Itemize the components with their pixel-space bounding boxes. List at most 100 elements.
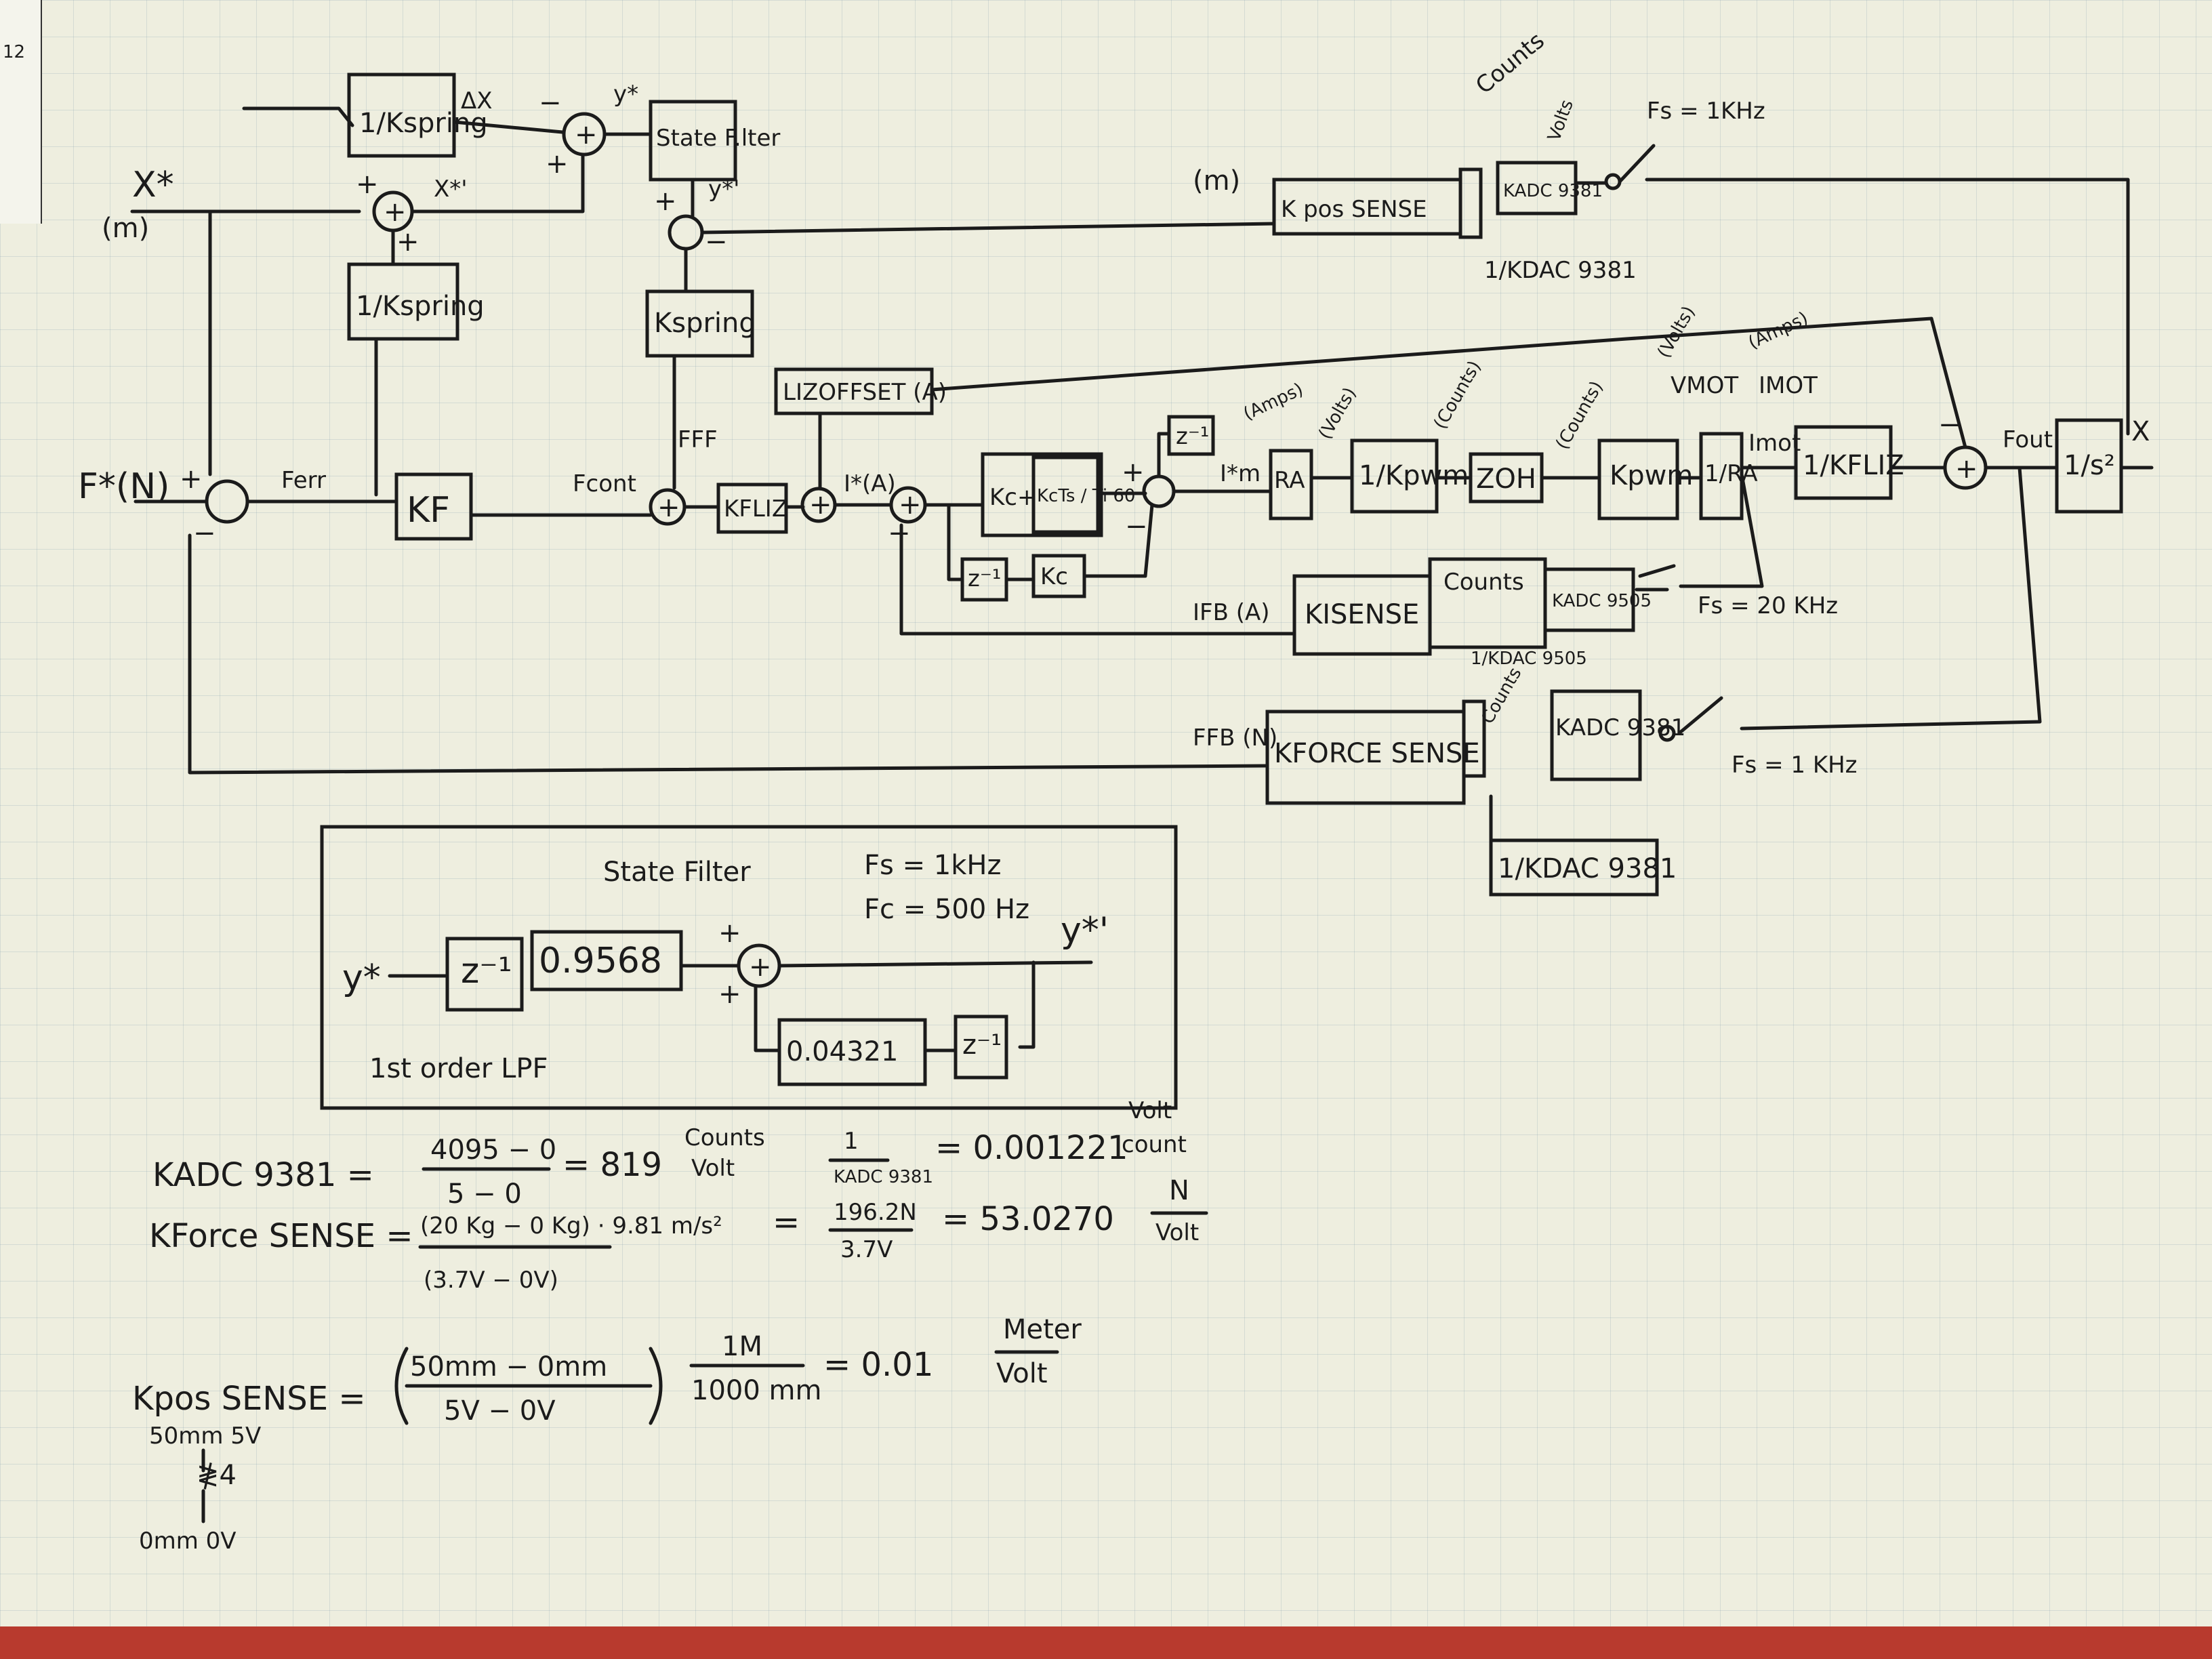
adjacent-page-edge xyxy=(0,0,42,224)
label-fs-1k-pos: Fs = 1KHz xyxy=(1647,98,1765,125)
svg-text:+: + xyxy=(657,492,680,523)
label-counts-pos: Counts xyxy=(1471,27,1550,100)
kpwm-label: Kpwm xyxy=(1610,460,1693,491)
eq1-inv-den: KADC 9381 xyxy=(834,1167,933,1187)
label-volts-1: (Volts) xyxy=(1315,384,1360,443)
eq2-lhs: KForce SENSE = xyxy=(149,1217,413,1255)
lz-offset-label: LIZOFFSET (A) xyxy=(783,379,947,406)
label-fout: Fout xyxy=(2003,426,2053,453)
svg-text:+: + xyxy=(1955,453,1978,485)
label-i-fb: IFB (A) xyxy=(1193,599,1270,626)
inset-fs: Fs = 1kHz xyxy=(864,850,1001,881)
eq2-den: (3.7V − 0V) xyxy=(424,1267,558,1294)
eq2-unit-den: Volt xyxy=(1155,1219,1199,1246)
k-isense-label: KISENSE xyxy=(1305,599,1419,630)
svg-text:+: + xyxy=(356,169,379,200)
eq1-inv-num: 1 xyxy=(844,1128,859,1155)
eq2-mid-den: 3.7V xyxy=(840,1236,893,1263)
eq1-den: 5 − 0 xyxy=(447,1179,522,1210)
svg-text:+: + xyxy=(718,918,741,949)
z-inv-2-label: z⁻¹ xyxy=(968,565,1001,592)
state-filter-inset xyxy=(320,825,1178,1110)
label-delta-x: ΔX xyxy=(461,87,493,115)
inv-kpwm-label: 1/Kpwm xyxy=(1359,460,1469,491)
force-sample-switch xyxy=(1679,696,1723,734)
svg-text:=: = xyxy=(773,1204,800,1242)
inset-order-label: 1st order LPF xyxy=(369,1053,548,1084)
label-i-mot-2: Imot xyxy=(1748,430,1801,457)
label-y-star: y* xyxy=(613,81,638,108)
svg-text:−: − xyxy=(1125,511,1148,542)
offset-disturbance-line xyxy=(930,316,1967,449)
inset-z2-label: z⁻¹ xyxy=(962,1029,1002,1061)
svg-text:+: + xyxy=(1122,457,1145,488)
block-kadc-9381-force xyxy=(1550,689,1642,781)
inset-gain-1 xyxy=(530,930,683,991)
eq1-num: 4095 − 0 xyxy=(430,1134,556,1166)
pot-top: 50mm 5V xyxy=(149,1422,261,1450)
label-x-star-prime: X*' xyxy=(434,176,468,203)
eq1-inv-unit-num: Volt xyxy=(1128,1097,1172,1124)
inset-z1-label: z⁻¹ xyxy=(461,951,512,991)
block-kdac-9381 xyxy=(1489,838,1659,897)
kf-label: KF xyxy=(407,490,450,531)
input-x-unit: (m) xyxy=(102,213,149,244)
eq3-unit-num: Meter xyxy=(1003,1314,1082,1345)
label-dac-9381-pos: 1/KDAC 9381 xyxy=(1484,257,1637,284)
label-fcont: Fcont xyxy=(573,470,636,497)
inset-title: State Filter xyxy=(603,857,751,888)
label-i-star: I*(A) xyxy=(844,470,896,497)
position-feedback-line xyxy=(700,222,1276,234)
svg-text:+: + xyxy=(180,464,203,495)
current-feedback-line xyxy=(899,523,1296,636)
label-ferr: Ferr xyxy=(281,467,326,494)
block-kadc-9381-pos xyxy=(1496,161,1578,216)
label-m: (m) xyxy=(1193,165,1240,197)
eq3-den: 5V − 0V xyxy=(444,1395,556,1427)
svg-text:+: + xyxy=(384,197,407,228)
notebook-edge-strip xyxy=(0,1626,2212,1659)
kadc-9381-force-label: KADC 9381 xyxy=(1555,714,1685,741)
input-x-star: X* xyxy=(132,165,174,205)
eq1-unit-den: Volt xyxy=(691,1155,735,1182)
block-kspring xyxy=(645,289,754,358)
sum-junction-pos xyxy=(668,214,704,251)
eq3-conv-num: 1M xyxy=(722,1331,762,1362)
inset-fc: Fc = 500 Hz xyxy=(864,894,1029,925)
margin-mark: 12 xyxy=(3,42,25,62)
sum-junction-integrator xyxy=(1142,474,1176,508)
svg-text:+: + xyxy=(899,489,922,520)
label-y-star-prime: y*' xyxy=(708,176,739,203)
svg-text:+: + xyxy=(575,119,598,150)
inv-kspring-mid-label: 1/Kspring xyxy=(356,291,485,322)
inset-output: y*' xyxy=(1061,910,1109,951)
svg-text:+: + xyxy=(654,186,677,217)
eq2-unit-num: N xyxy=(1169,1175,1189,1206)
eq1-inv-unit-den: count xyxy=(1122,1131,1187,1158)
svg-text:+: + xyxy=(749,951,772,983)
eq3-result: = 0.01 xyxy=(823,1346,933,1384)
eq1-inv-result: = 0.001221 xyxy=(935,1129,1128,1167)
branch-to-kspring xyxy=(242,106,354,127)
eq1-result: = 819 xyxy=(562,1146,662,1184)
label-i-mot-1: IMOT xyxy=(1759,372,1818,399)
block-inv-kflz xyxy=(1794,425,1893,500)
kc-ts-ti-label: KcTs / Ti 60 xyxy=(1037,486,1135,506)
switch-pos-node xyxy=(1604,173,1622,190)
label-volts-pos: Volts xyxy=(1544,97,1578,144)
eq1-unit-num: Counts xyxy=(684,1124,765,1151)
k-force-sense-label: KFORCE SENSE xyxy=(1274,738,1480,769)
label-x-out: X xyxy=(2131,416,2150,447)
label-counts-1: (Counts) xyxy=(1430,357,1486,432)
label-dac-9505: 1/KDAC 9505 xyxy=(1471,649,1587,669)
eq2-num: (20 Kg − 0 Kg) · 9.81 m/s² xyxy=(420,1212,722,1240)
plant-label: 1/s² xyxy=(2064,450,2115,481)
svg-text:−: − xyxy=(888,518,911,549)
label-fs-20k: Fs = 20 KHz xyxy=(1698,592,1838,619)
label-v-mot: VMOT xyxy=(1671,372,1738,399)
label-counts-force: Counts xyxy=(1477,664,1525,728)
block-k-force-sense xyxy=(1265,710,1466,805)
eq2-mid-num: 196.2N xyxy=(834,1199,917,1226)
svg-text:−: − xyxy=(539,87,562,119)
